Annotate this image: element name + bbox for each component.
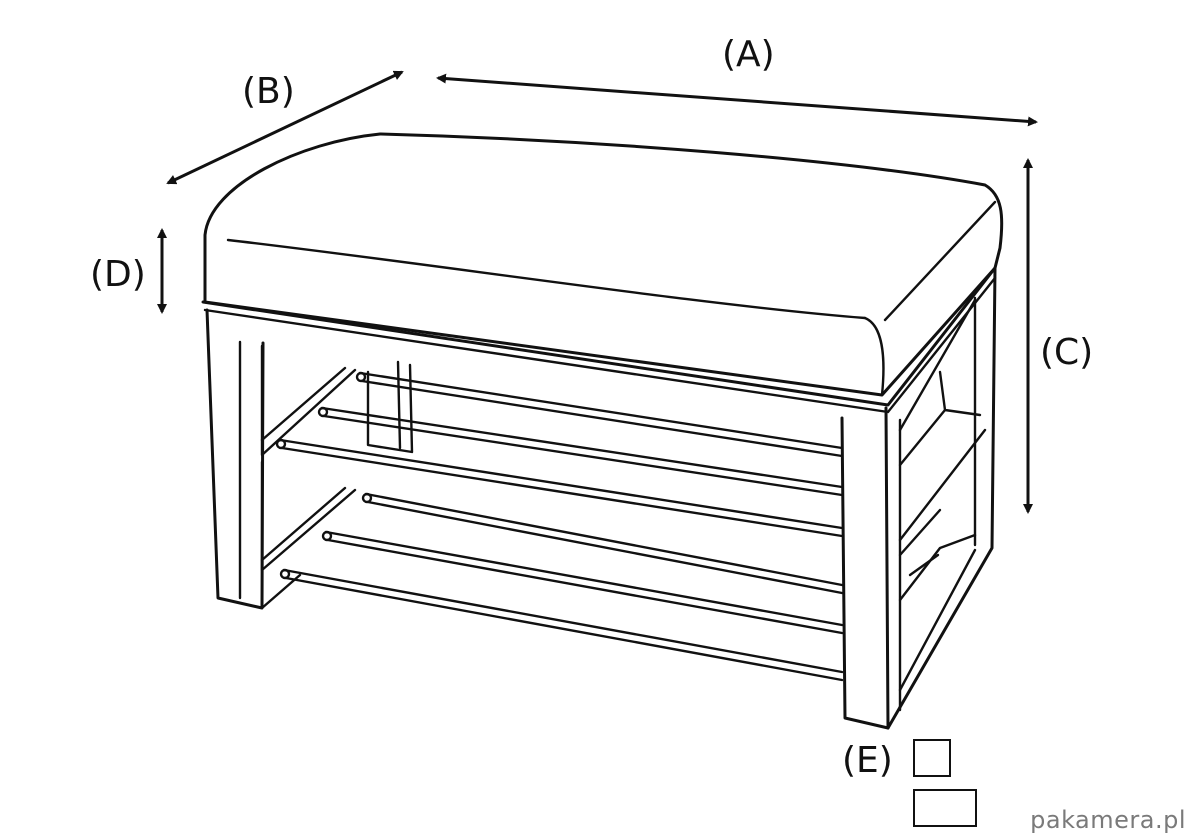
lower-shoe-rack xyxy=(279,492,844,682)
left-side-frame xyxy=(205,308,414,610)
dimension-b-label: (B) xyxy=(242,71,295,112)
dimension-a-arrow xyxy=(436,73,1038,127)
dimension-d-label: (D) xyxy=(90,254,146,295)
dimension-b-arrow xyxy=(166,70,404,185)
watermark: pakamera.pl xyxy=(1030,806,1186,834)
seat-cushion xyxy=(201,132,1004,414)
dimension-e-box-wide xyxy=(913,789,977,827)
dimension-e-label: (E) xyxy=(842,740,893,781)
bench-drawing xyxy=(201,132,1004,730)
upper-shoe-rack xyxy=(275,371,844,538)
dimension-c-label: (C) xyxy=(1040,332,1093,373)
right-side-frame xyxy=(840,266,997,730)
dimension-e-box-small xyxy=(913,739,951,777)
dimension-a-label: (A) xyxy=(722,34,775,75)
